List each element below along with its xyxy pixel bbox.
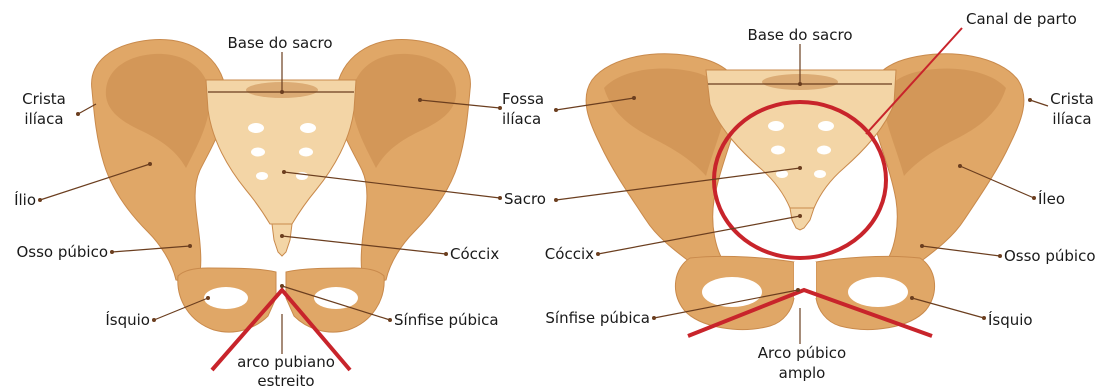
- label-osso-pubico-left: Osso púbico: [16, 243, 108, 261]
- label-fossa-line1: Fossa: [502, 90, 544, 108]
- label-arco-narrow-line1: arco pubiano: [237, 353, 335, 371]
- label-crista-left-line2: ilíaca: [24, 110, 63, 128]
- label-crista-left-line1: Crista: [22, 90, 66, 108]
- label-sinfise-right: Sínfise púbica: [545, 309, 650, 327]
- label-ileo: Íleo: [1038, 189, 1065, 208]
- label-arco-narrow-line2: estreito: [257, 372, 314, 390]
- label-coccix-left: Cóccix: [450, 245, 499, 263]
- wide-pelvis-illustration: [586, 54, 1024, 336]
- label-arco-wide-line1: Arco púbico: [758, 344, 846, 362]
- label-isquio-left: Ísquio: [105, 310, 150, 329]
- label-base-sacro-right: Base do sacro: [747, 26, 852, 44]
- label-sinfise-left: Sínfise púbica: [394, 311, 499, 329]
- right-sacrum: [706, 70, 896, 208]
- label-crista-right-line2: ilíaca: [1052, 110, 1091, 128]
- label-crista-right-line1: Crista: [1050, 90, 1094, 108]
- label-sacro: Sacro: [504, 190, 546, 208]
- label-osso-pubico-right: Osso púbico: [1004, 247, 1096, 265]
- right-coccyx-shape: [790, 208, 814, 230]
- label-arco-wide-line2: amplo: [779, 364, 826, 382]
- left-coccyx-shape: [272, 224, 292, 256]
- right-pelvis-right-foramen: [848, 277, 908, 307]
- left-obturator-foramen: [204, 287, 248, 309]
- label-base-sacro-left: Base do sacro: [227, 34, 332, 52]
- label-coccix-right: Cóccix: [545, 245, 594, 263]
- label-isquio-right: Ísquio: [988, 310, 1033, 329]
- label-canal-de-parto: Canal de parto: [966, 10, 1077, 28]
- left-sacrum: [206, 80, 356, 224]
- label-ilio: Ílio: [14, 190, 36, 209]
- label-fossa-line2: ilíaca: [502, 110, 541, 128]
